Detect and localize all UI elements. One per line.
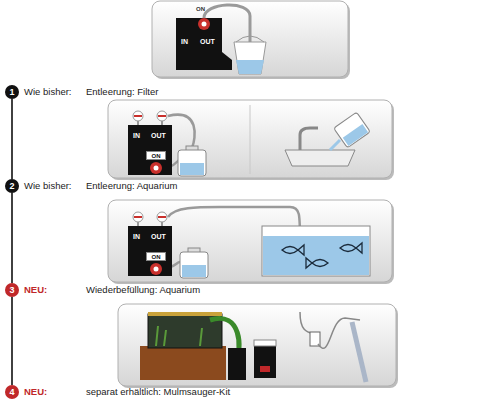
- port-label: IN: [133, 233, 140, 241]
- step-number: 1: [5, 85, 19, 99]
- step-status: Wie bisher:: [24, 86, 72, 98]
- divider: [250, 105, 251, 174]
- step-description: Wiederbefüllung: Aquarium: [86, 284, 200, 296]
- fish-icon: [282, 245, 304, 255]
- step-panel: [118, 304, 396, 386]
- aquarium-frame: [148, 312, 222, 316]
- valve: [133, 212, 143, 222]
- timeline-connector: [11, 193, 13, 283]
- port-label: OUT: [200, 38, 215, 46]
- hose: [300, 312, 314, 334]
- canister: [334, 112, 371, 148]
- valve: [133, 111, 143, 121]
- valve: [157, 212, 167, 222]
- step-number: 3: [5, 283, 19, 297]
- timeline-connector: [11, 297, 13, 385]
- filter-foot: [222, 52, 232, 70]
- canister: [178, 150, 206, 176]
- switch-label: ON: [147, 253, 165, 261]
- gravel-tube: [352, 322, 366, 382]
- valve-lever: [134, 115, 142, 117]
- filter-body: IN OUT: [176, 18, 222, 70]
- switch-box: ON: [146, 252, 166, 261]
- pouring-canister: [334, 112, 371, 148]
- step-number: 2: [5, 179, 19, 193]
- cabinet: [140, 346, 226, 380]
- bucket-handle: [236, 36, 264, 42]
- step-status: Wie bisher:: [24, 180, 72, 192]
- port-label: IN: [181, 38, 188, 46]
- step-panel: [108, 100, 392, 178]
- water: [182, 265, 206, 277]
- filter: [254, 344, 276, 378]
- valve: [157, 111, 167, 121]
- hose: [168, 115, 195, 148]
- valve-lever: [134, 216, 142, 218]
- timeline-connector: [11, 99, 13, 179]
- bucket: [234, 42, 266, 74]
- water: [263, 236, 369, 275]
- valve-lever: [158, 216, 166, 218]
- step-panel: [108, 200, 392, 282]
- canister: [180, 252, 208, 278]
- step-number-text: 2: [5, 179, 19, 193]
- aquarium: [262, 226, 370, 276]
- switch-label: ON: [147, 152, 165, 160]
- faucet: [300, 128, 318, 150]
- port-label: OUT: [151, 233, 166, 241]
- filter-lid: [254, 340, 276, 346]
- panel-3-art: [162, 207, 370, 278]
- step-number: 4: [5, 385, 19, 399]
- step-description: separat erhältlich: Mulmsauger-Kit: [86, 386, 230, 398]
- step-description: Entleerung: Aquarium: [86, 180, 177, 192]
- panel-frames: [108, 1, 398, 388]
- step-number-text: 1: [5, 85, 19, 99]
- port-label: IN: [133, 132, 140, 140]
- filter-label: [260, 366, 270, 372]
- filter: [228, 348, 246, 380]
- plants: [156, 326, 202, 346]
- filter-body: IN OUT ON: [128, 226, 172, 276]
- step-number-text: 4: [5, 385, 19, 399]
- step-status: NEU:: [24, 284, 47, 296]
- filter-body: IN OUT ON: [128, 125, 172, 175]
- water-stream: [330, 140, 340, 150]
- step-panel: [152, 1, 348, 77]
- fish-icon: [340, 243, 362, 253]
- water: [180, 163, 204, 175]
- valve-lever: [158, 115, 166, 117]
- panel-4-art: [140, 312, 366, 382]
- water: [343, 124, 368, 146]
- step-status: NEU:: [24, 386, 47, 398]
- port-label: OUT: [151, 132, 166, 140]
- step-description: Entleerung: Filter: [86, 86, 158, 98]
- step-number-text: 3: [5, 283, 19, 297]
- sink: [285, 150, 355, 166]
- fish: [282, 243, 362, 268]
- switch-label: ON: [196, 5, 205, 13]
- water: [236, 60, 264, 74]
- fish-icon: [306, 258, 328, 268]
- panel-2-art: [162, 105, 370, 176]
- switch-box: ON: [146, 151, 166, 160]
